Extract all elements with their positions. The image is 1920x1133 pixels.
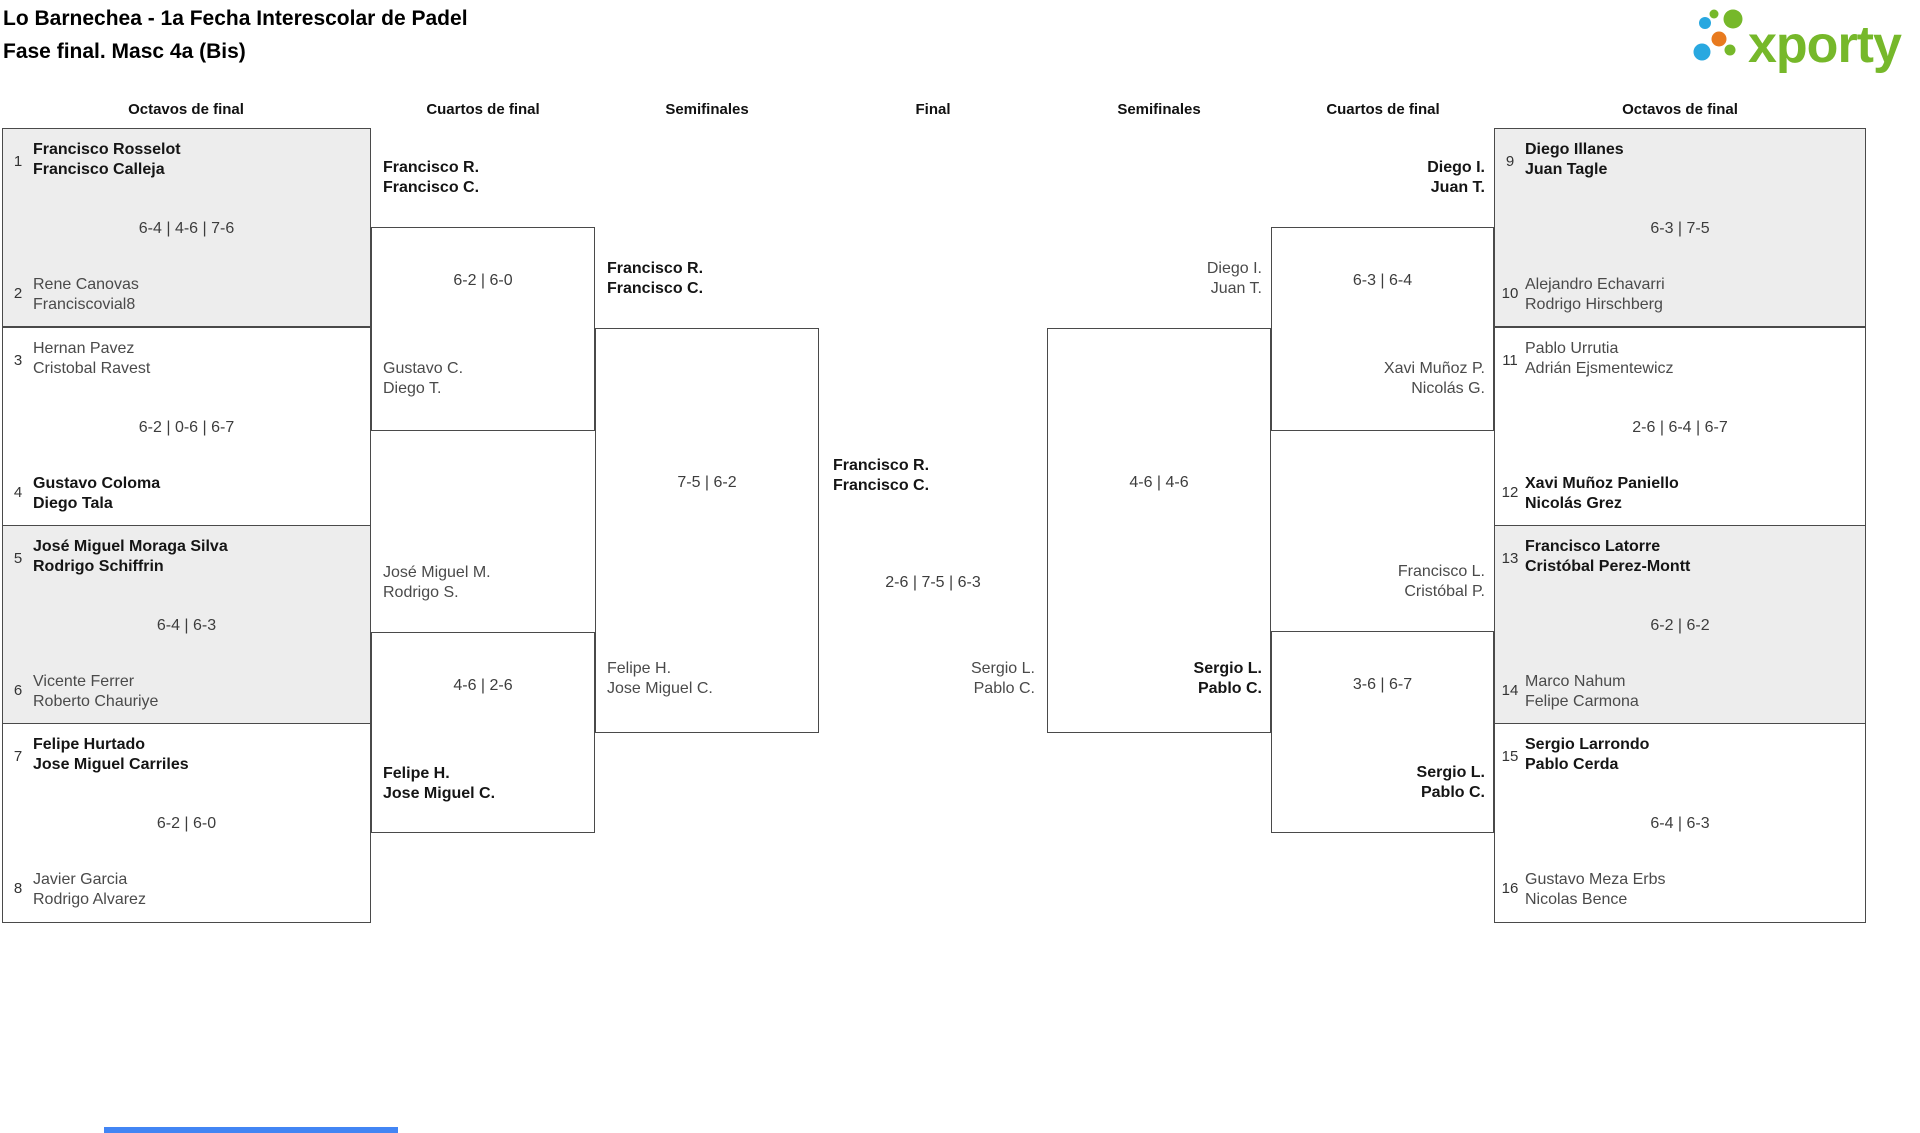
tournament-title: Lo Barnechea - 1a Fecha Interescolar de … xyxy=(3,7,468,30)
match-score: 6-4 | 6-3 xyxy=(156,617,217,634)
match-octavos-3: 5 José Miguel Moraga Silva Rodrigo Schif… xyxy=(2,525,371,724)
seed-number: 11 xyxy=(1502,352,1518,369)
team-pair: Gustavo Coloma Diego Tala xyxy=(33,475,161,512)
team-pair: Alejandro Echavarri Rodrigo Hirschberg xyxy=(1525,276,1665,313)
team-pair: Sergio L. Pablo C. xyxy=(970,660,1035,697)
team-pair: Marco Nahum Felipe Carmona xyxy=(1525,673,1639,710)
seed-number: 3 xyxy=(13,352,23,369)
match-cuartos-left-1: Francisco R. Francisco C. 6-2 | 6-0 Gust… xyxy=(371,159,595,431)
xporty-logo[interactable]: xporty xyxy=(1686,0,1918,82)
team-pair: Vicente Ferrer Roberto Chauriye xyxy=(33,673,159,710)
phase-subtitle: Fase final. Masc 4a (Bis) xyxy=(3,40,246,63)
match-score: 2-6 | 6-4 | 6-7 xyxy=(1632,419,1728,436)
round-header-final: Final xyxy=(915,101,951,118)
team-pair: Gustavo C. Diego T. xyxy=(383,360,464,397)
match-octavos-5: 9 Diego Illanes Juan Tagle 6-3 | 7-5 10 … xyxy=(1494,128,1866,327)
seed-number: 1 xyxy=(13,153,23,170)
team-pair: Felipe H. Jose Miguel C. xyxy=(607,660,713,697)
team-pair: Francisco R. Francisco C. xyxy=(607,260,704,297)
round-header-semis-left: Semifinales xyxy=(665,101,749,118)
team-pair: Gustavo Meza Erbs Nicolas Bence xyxy=(1525,871,1666,908)
seed-number: 2 xyxy=(13,285,23,302)
match-octavos-4: 7 Felipe Hurtado Jose Miguel Carriles 6-… xyxy=(2,723,371,923)
team-pair: Javier Garcia Rodrigo Alvarez xyxy=(33,871,146,908)
round-header-cuartos-right: Cuartos de final xyxy=(1326,101,1440,118)
match-score: 6-3 | 6-4 xyxy=(1352,272,1413,289)
bottom-accent-bar xyxy=(104,1127,398,1133)
match-score: 6-2 | 6-2 xyxy=(1650,617,1710,634)
team-pair: Pablo Urrutia Adrián Ejsmentewicz xyxy=(1525,340,1674,377)
team-pair: Francisco R. Francisco C. xyxy=(383,159,480,196)
match-score: 6-4 | 4-6 | 7-6 xyxy=(138,220,235,237)
seed-number: 7 xyxy=(13,748,23,765)
match-score: 6-2 | 0-6 | 6-7 xyxy=(138,419,235,436)
match-semifinal-left: Francisco R. Francisco C. 7-5 | 6-2 Feli… xyxy=(595,260,819,733)
round-header-octavos-left: Octavos de final xyxy=(128,101,244,118)
page-title: Lo Barnechea - 1a Fecha Interescolar de … xyxy=(3,2,468,68)
match-final: Francisco R. Francisco C. 2-6 | 7-5 | 6-… xyxy=(819,440,1047,730)
match-cuartos-left-2: José Miguel M. Rodrigo S. 4-6 | 2-6 Feli… xyxy=(371,564,595,833)
match-octavos-1: 1 Francisco Rosselot Francisco Calleja 6… xyxy=(2,128,371,327)
round-header-semis-right: Semifinales xyxy=(1117,101,1201,118)
match-cuartos-right-2: Francisco L. Cristóbal P. 3-6 | 6-7 Serg… xyxy=(1271,563,1494,833)
round-header-octavos-right: Octavos de final xyxy=(1622,101,1738,118)
match-octavos-7: 13 Francisco Latorre Cristóbal Perez-Mon… xyxy=(1494,525,1866,724)
seed-number: 6 xyxy=(13,682,23,699)
seed-number: 8 xyxy=(13,880,23,897)
seed-number: 14 xyxy=(1501,682,1519,699)
round-header-cuartos-left: Cuartos de final xyxy=(426,101,540,118)
team-pair: Francisco Latorre Cristóbal Perez-Montt xyxy=(1525,538,1691,575)
team-pair: Diego Illanes Juan Tagle xyxy=(1525,141,1624,178)
seed-number: 5 xyxy=(13,550,23,567)
team-pair: José Miguel M. Rodrigo S. xyxy=(383,564,491,601)
match-octavos-8: 15 Sergio Larrondo Pablo Cerda 6-4 | 6-3… xyxy=(1494,723,1866,923)
match-cuartos-right-1: Diego I. Juan T. 6-3 | 6-4 Xavi Muñoz P.… xyxy=(1271,159,1494,431)
team-pair: Francisco Rosselot Francisco Calleja xyxy=(33,141,181,178)
seed-number: 4 xyxy=(13,484,23,501)
match-score: 2-6 | 7-5 | 6-3 xyxy=(885,574,981,591)
seed-number: 13 xyxy=(1501,550,1519,567)
seed-number: 10 xyxy=(1501,285,1519,302)
logo-dots-icon xyxy=(1693,9,1743,61)
match-semifinal-right: Diego I. Juan T. 4-6 | 4-6 Sergio L. Pab… xyxy=(1047,260,1271,733)
match-octavos-2: 3 Hernan Pavez Cristobal Ravest 6-2 | 0-… xyxy=(2,327,371,526)
team-pair: Xavi Muñoz P. Nicolás G. xyxy=(1383,360,1485,397)
team-pair: Diego I. Juan T. xyxy=(1427,159,1485,196)
match-score: 4-6 | 4-6 xyxy=(1129,474,1189,491)
seed-number: 15 xyxy=(1501,748,1519,765)
team-pair: Francisco L. Cristóbal P. xyxy=(1397,563,1485,600)
seed-number: 16 xyxy=(1501,880,1519,897)
match-score: 6-3 | 7-5 xyxy=(1650,220,1710,237)
team-pair: Hernan Pavez Cristobal Ravest xyxy=(33,340,151,377)
team-pair: Sergio L. Pablo C. xyxy=(1416,764,1485,801)
match-score: 3-6 | 6-7 xyxy=(1352,676,1413,693)
seed-number: 12 xyxy=(1501,484,1519,501)
team-pair: Xavi Muñoz Paniello Nicolás Grez xyxy=(1525,475,1679,512)
logo-wordmark: xporty xyxy=(1748,16,1902,74)
team-pair: Rene Canovas Franciscovial8 xyxy=(33,276,139,313)
match-score: 6-2 | 6-0 xyxy=(453,272,513,289)
match-score: 6-4 | 6-3 xyxy=(1650,815,1710,832)
match-score: 4-6 | 2-6 xyxy=(453,677,513,694)
team-pair: Sergio Larrondo Pablo Cerda xyxy=(1525,736,1650,773)
team-pair: Diego I. Juan T. xyxy=(1206,260,1262,297)
team-pair: Felipe Hurtado Jose Miguel Carriles xyxy=(33,736,189,773)
team-pair: José Miguel Moraga Silva Rodrigo Schiffr… xyxy=(33,538,228,575)
team-pair: Sergio L. Pablo C. xyxy=(1193,660,1262,697)
match-score: 7-5 | 6-2 xyxy=(677,474,737,491)
match-octavos-6: 11 Pablo Urrutia Adrián Ejsmentewicz 2-6… xyxy=(1494,327,1866,526)
team-pair: Felipe H. Jose Miguel C. xyxy=(383,765,496,802)
team-pair: Francisco R. Francisco C. xyxy=(833,457,930,494)
match-score: 6-2 | 6-0 xyxy=(156,815,217,832)
seed-number: 9 xyxy=(1505,153,1515,170)
